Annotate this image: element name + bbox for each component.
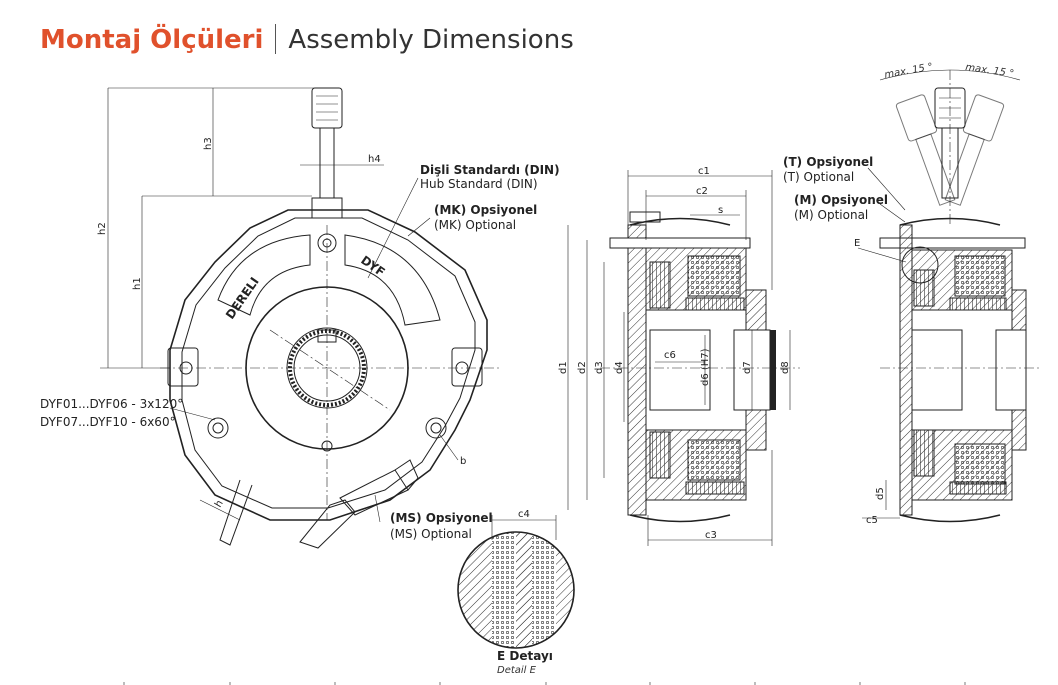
dim-h4: h4 (368, 154, 381, 165)
callout-m-en: (M) Optional (794, 208, 868, 222)
page-title: Montaj Ölçüleri Assembly Dimensions (40, 24, 574, 55)
dim-h1: h1 (132, 277, 143, 290)
dim-c4: c4 (518, 509, 530, 520)
callout-ms-en: (MS) Optional (390, 527, 472, 541)
angle-left-label: max. 15 ° (884, 62, 934, 81)
callout-hub-standard-tr: Dişli Standardı (DIN) (420, 163, 560, 177)
dim-c3: c3 (705, 530, 717, 541)
detail-e-label-en: Detail E (497, 665, 537, 676)
title-en: Assembly Dimensions (288, 25, 574, 55)
brand-right-label: DYF (358, 253, 387, 279)
dim-h3: h3 (203, 137, 214, 150)
dim-d4: d4 (614, 361, 625, 374)
dim-h2: h2 (97, 222, 108, 235)
callout-holes-small: DYF01...DYF06 - 3x120° (40, 397, 183, 411)
dim-c2: c2 (696, 186, 708, 197)
dim-h: h (213, 499, 226, 510)
dim-d3: d3 (594, 361, 605, 374)
callout-t-en: (T) Optional (783, 170, 854, 184)
angle-right-label: max. 15 ° (965, 62, 1015, 80)
callout-ms-tr: (MS) Opsiyonel (390, 511, 493, 525)
callout-m-tr: (M) Opsiyonel (794, 193, 888, 207)
callout-hub-standard-en: Hub Standard (DIN) (420, 177, 538, 191)
dim-c1: c1 (698, 166, 710, 177)
dim-d8: d8 (780, 361, 791, 374)
callout-mk-en: (MK) Optional (434, 218, 516, 232)
dim-d6: d6 (H7) (700, 348, 711, 386)
dim-s: s (718, 205, 723, 216)
side-view-options: max. 15 ° max. 15 ° c5 d5 E (854, 62, 1040, 526)
callout-t-tr: (T) Opsiyonel (783, 155, 873, 169)
detail-e-label-tr: E Detayı (497, 649, 553, 663)
title-tr: Montaj Ölçüleri (40, 25, 264, 55)
title-separator (275, 24, 277, 54)
dim-d1: d1 (558, 361, 569, 374)
dim-d2: d2 (577, 361, 588, 374)
dim-c6: c6 (664, 350, 676, 361)
front-view: DERELI DYF h2 h1 (97, 87, 500, 549)
callout-holes-large: DYF07...DYF10 - 6x60° (40, 415, 176, 429)
dim-d7: d7 (742, 361, 753, 374)
callout-mk-tr: (MK) Opsiyonel (434, 203, 537, 217)
dim-e: E (854, 238, 860, 249)
dim-d5: d5 (875, 487, 886, 500)
dim-b: b (460, 456, 466, 467)
section-view: c1 c2 s c3 c6 d1 d2 d3 d4 d6 (H7) d7 d8 (558, 166, 800, 546)
detail-e: c4 (457, 509, 575, 649)
dim-c5: c5 (866, 515, 878, 526)
